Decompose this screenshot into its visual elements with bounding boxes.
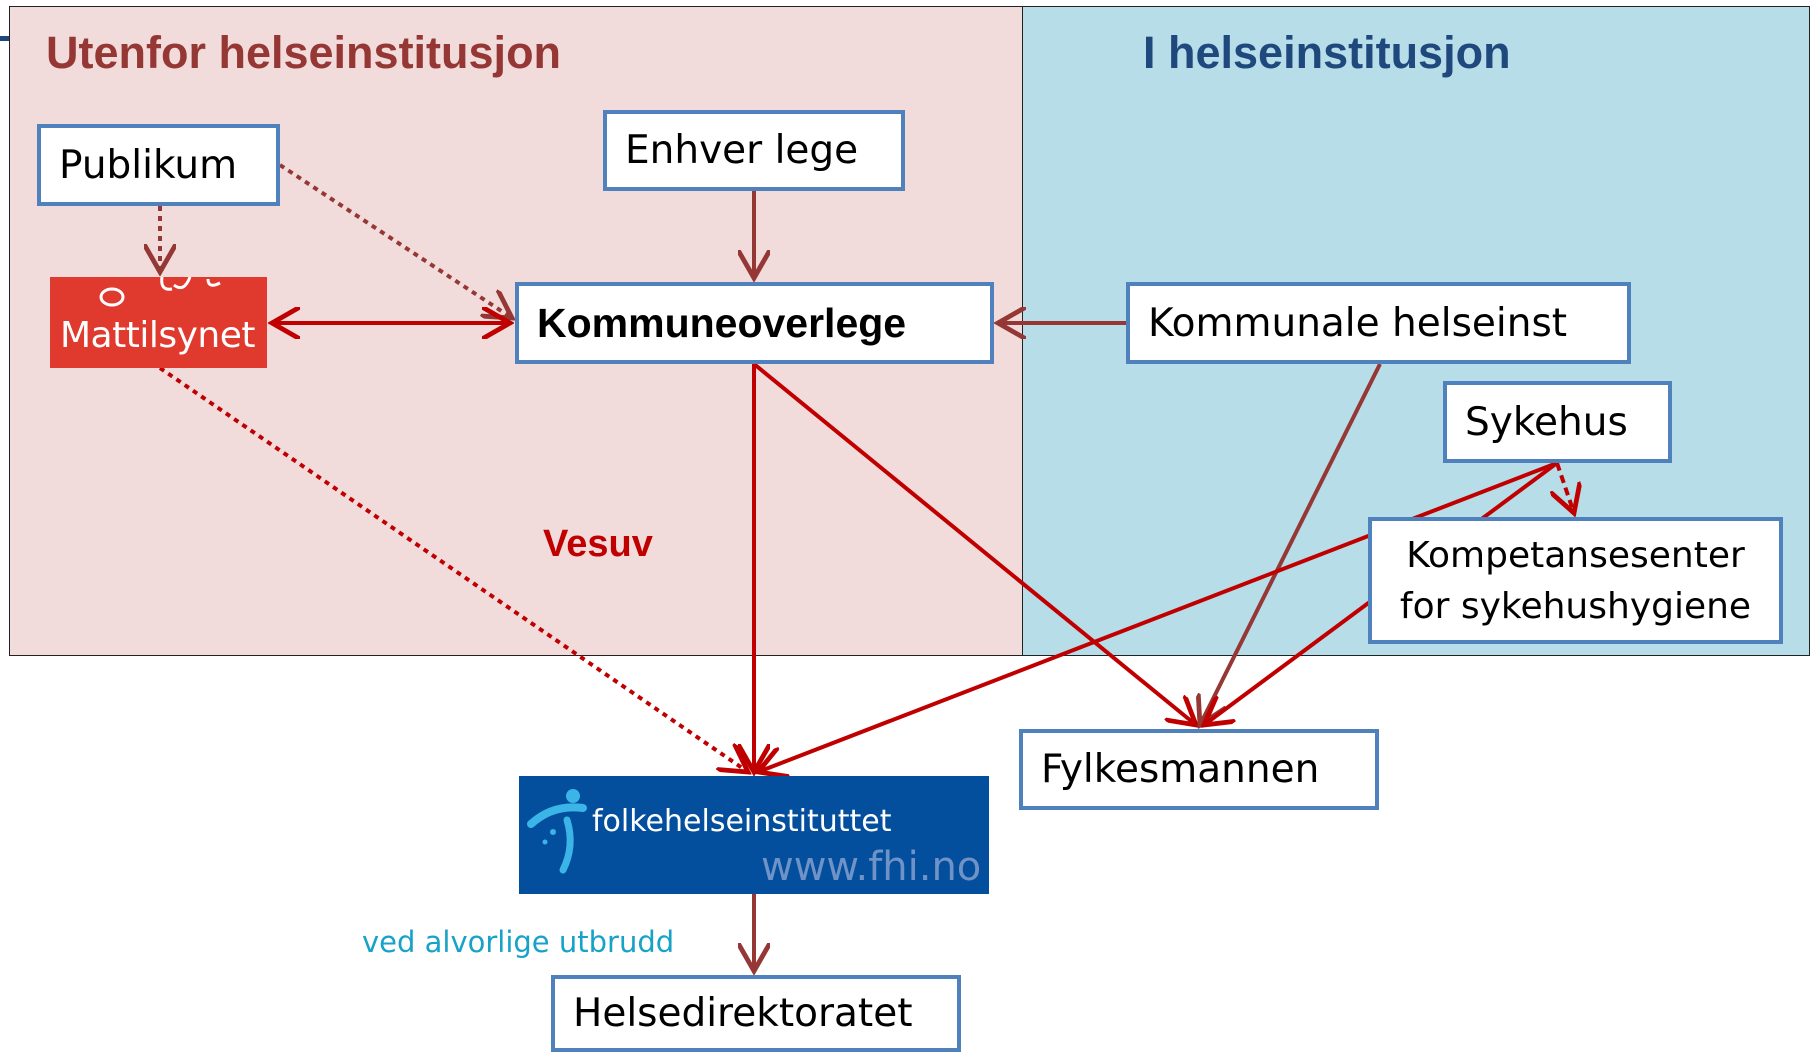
fhi-figure-icon [527, 789, 587, 874]
node-kompetanse-line2: for sykehushygiene [1399, 585, 1752, 627]
fhi-logo: folkehelseinstituttet www.fhi.no [519, 776, 989, 894]
node-enhver-lege-label: Enhver lege [625, 128, 859, 173]
label-ved-alvorlige-utbrudd: ved alvorlige utbrudd [362, 925, 675, 959]
node-helsedirektoratet: Helsedirektoratet [551, 975, 961, 1052]
mattilsynet-logo: Mattilsynet [50, 277, 267, 368]
node-sykehus-label: Sykehus [1465, 399, 1628, 445]
mattilsynet-wordmark: Mattilsynet [60, 315, 256, 356]
mattilsynet-mark-icon [99, 277, 221, 307]
node-helsedirektoratet-label: Helsedirektoratet [573, 991, 913, 1036]
region-title-outside: Utenfor helseinstitusjon [46, 27, 562, 78]
node-kommuneoverlege: Kommuneoverlege [515, 282, 994, 364]
fhi-wordmark: folkehelseinstituttet [592, 804, 892, 839]
region-title-inside: I helseinstitusjon [1143, 27, 1511, 78]
node-kompetanse-line1: Kompetansesenter [1406, 534, 1745, 576]
node-kommuneoverlege-label: Kommuneoverlege [537, 299, 907, 346]
node-fylkesmannen: Fylkesmannen [1019, 729, 1379, 810]
node-enhver-lege: Enhver lege [603, 110, 905, 191]
accent-mark [0, 36, 9, 41]
node-kommunale-helseinst-label: Kommunale helseinst [1148, 300, 1568, 346]
node-kompetansesenter: Kompetansesenter for sykehushygiene [1368, 517, 1783, 644]
node-publikum-label: Publikum [59, 142, 238, 188]
label-vesuv: Vesuv [543, 523, 653, 565]
node-fylkesmannen-label: Fylkesmannen [1041, 747, 1320, 792]
fhi-url: www.fhi.no [761, 844, 982, 890]
node-publikum: Publikum [37, 124, 280, 206]
node-sykehus: Sykehus [1443, 381, 1672, 463]
node-kommunale-helseinst: Kommunale helseinst [1126, 282, 1631, 364]
